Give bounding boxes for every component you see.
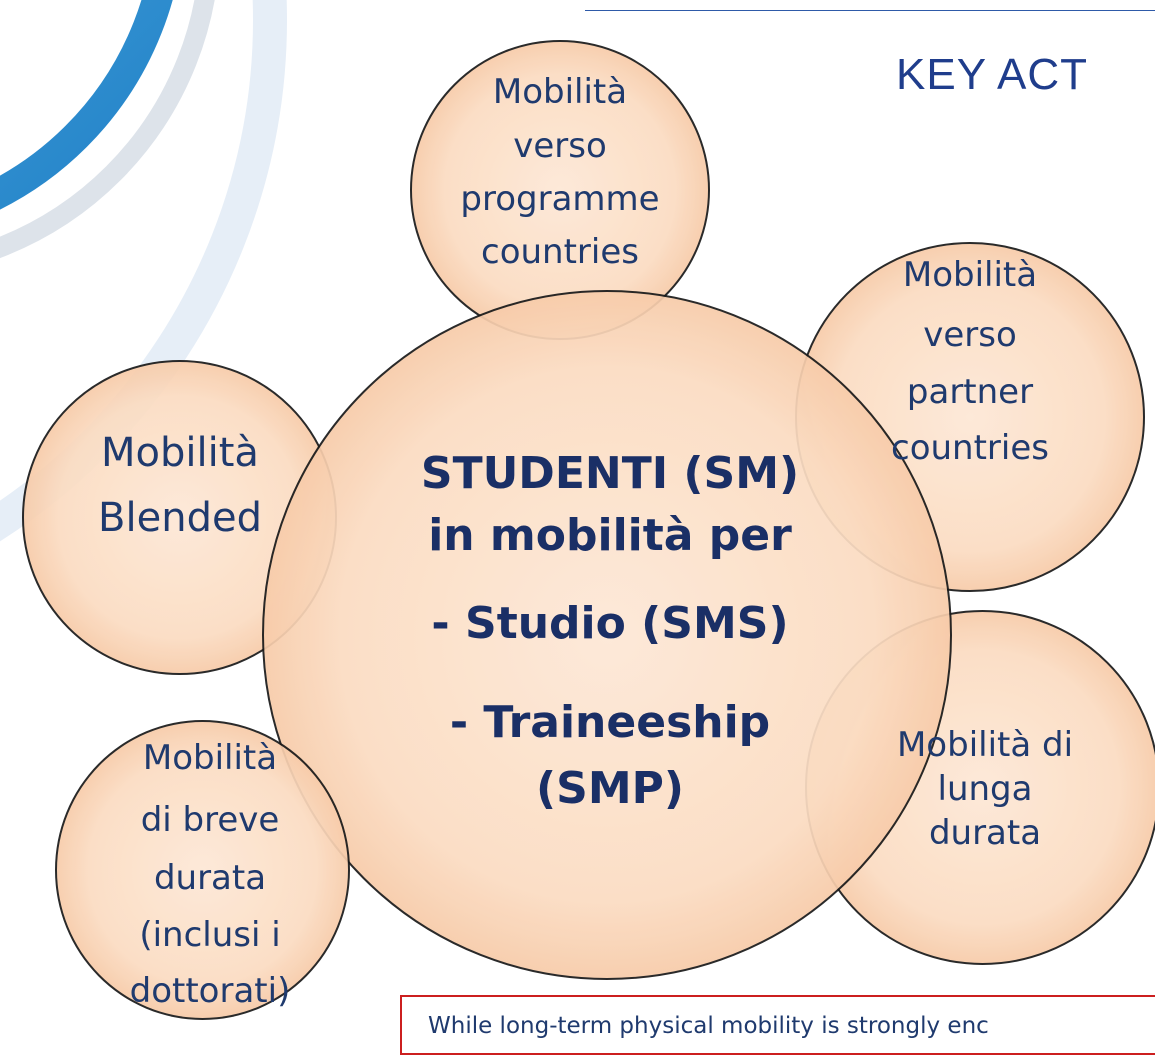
bubble-bottom-left <box>55 720 350 1020</box>
bubble-center <box>262 290 952 980</box>
center-label-5: (SMP) <box>536 763 684 814</box>
bubble-top-label-1: Mobilità <box>492 72 628 112</box>
bubble-right-label-1: Mobilità <box>902 255 1038 295</box>
center-label-3: - Studio (SMS) <box>431 598 789 649</box>
center-label-1: STUDENTI (SM) <box>420 448 800 499</box>
bubble-bottom-right-label-1: Mobilità di <box>896 725 1074 765</box>
grey-ring-shape <box>0 0 215 259</box>
note-text: While long-term physical mobility is str… <box>428 1013 989 1039</box>
center-label-2: in mobilità per <box>428 510 792 561</box>
bubble-bottom-left-label-2: di breve <box>140 800 280 840</box>
bubble-top <box>410 40 710 340</box>
bubble-right-label-2: verso <box>923 315 1017 355</box>
bubble-right-label-4: countries <box>891 428 1049 468</box>
bubble-top-label-2: verso <box>513 126 607 166</box>
bubble-top-label-3: programme <box>460 179 660 219</box>
bubble-bottom-right-label-3: durata <box>928 813 1042 853</box>
bubble-left-label-2: Blended <box>98 495 262 541</box>
bubble-bottom-left-label-3: durata <box>153 858 267 898</box>
bubble-right-label-3: partner <box>906 372 1034 412</box>
bubble-bottom-right-label-2: lunga <box>937 769 1033 809</box>
note-box: While long-term physical mobility is str… <box>400 995 1155 1055</box>
bubble-bottom-left-label-4: (inclusi i <box>139 915 281 955</box>
center-label-4: - Traineeship <box>449 697 771 748</box>
bubble-bottom-left-label-1: Mobilità <box>142 738 278 778</box>
bubble-top-label-4: countries <box>481 232 639 272</box>
bubble-bottom-left-label-5: dottorati) <box>129 971 291 1011</box>
bubble-left-label-1: Mobilità <box>101 430 259 476</box>
header-rule <box>585 10 1155 11</box>
slide-title: KEY ACT <box>896 50 1089 99</box>
outer-ring-shape <box>0 0 287 542</box>
